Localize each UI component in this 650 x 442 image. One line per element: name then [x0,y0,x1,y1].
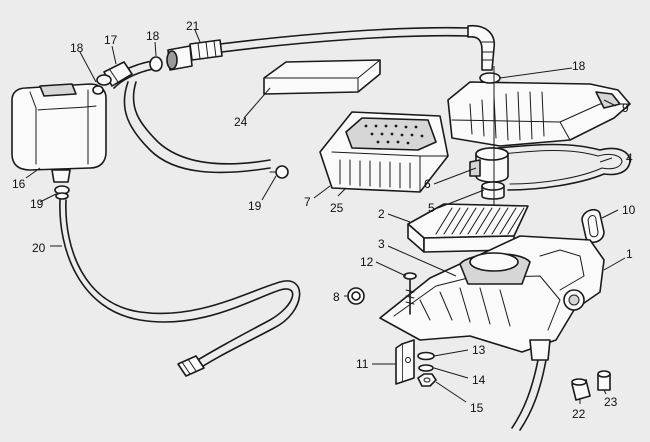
upper-breather-hose [219,26,471,53]
washer [417,351,435,361]
reservoir-breather-hose [123,81,271,174]
callout-19-left: 19 [30,197,44,211]
mounting-bracket [395,339,415,385]
hose-clamp-duct [479,72,501,84]
airbox-drain-hose [511,359,547,431]
air-filter-element [407,203,529,253]
callout-13: 13 [472,343,486,357]
filter-spacer [481,181,505,200]
callout-19-right: 19 [248,199,262,213]
foam-pad [263,59,381,95]
rubber-grommet [581,208,605,244]
hose-elbow [467,24,495,71]
callout-6: 6 [424,177,431,191]
callout-9: 9 [622,101,629,115]
callout-8: 8 [333,290,340,304]
airbox-cover [319,111,449,193]
callout-5: 5 [428,201,435,215]
callout-7: 7 [304,195,311,209]
intake-collar [469,147,509,183]
bolt [403,272,417,315]
duct-gasket [497,143,631,191]
callout-2: 2 [378,207,385,221]
callout-10: 10 [622,203,636,217]
callout-15: 15 [470,401,484,415]
callout-18-right: 18 [572,59,586,73]
callout-3: 3 [378,237,385,251]
callout-1: 1 [626,247,633,261]
drain-hose-end-fitting [177,355,205,377]
oil-reservoir [11,83,107,183]
callout-4: 4 [626,151,633,165]
callout-16: 16 [12,177,26,191]
leader-lines [25,29,626,404]
callout-20: 20 [32,241,46,255]
hose-clamp-top [149,56,163,72]
hose-clamp-19-left [54,185,70,200]
drain-plug [571,378,591,401]
callouts: 1 2 3 4 5 6 7 8 9 10 11 12 13 14 15 16 1… [12,19,636,421]
airbox-housing [379,235,605,361]
hex-nut [417,373,437,387]
hose-clamp-19-right [269,165,289,179]
intake-duct [447,81,631,147]
callout-22: 22 [572,407,586,421]
callout-24: 24 [234,115,248,129]
callout-18-top: 18 [146,29,160,43]
hose-connector [166,39,223,71]
cap-plug [597,370,611,391]
callout-14: 14 [472,373,486,387]
hose-clamp-left [92,74,112,95]
callout-23: 23 [604,395,618,409]
callout-25: 25 [330,201,344,215]
callout-17: 17 [104,33,118,47]
callout-21: 21 [186,19,200,33]
callout-18-left: 18 [70,41,84,55]
callout-12: 12 [360,255,374,269]
drain-hose [59,199,301,373]
callout-11: 11 [356,357,369,371]
o-ring [347,287,365,305]
washer-small [418,364,434,372]
